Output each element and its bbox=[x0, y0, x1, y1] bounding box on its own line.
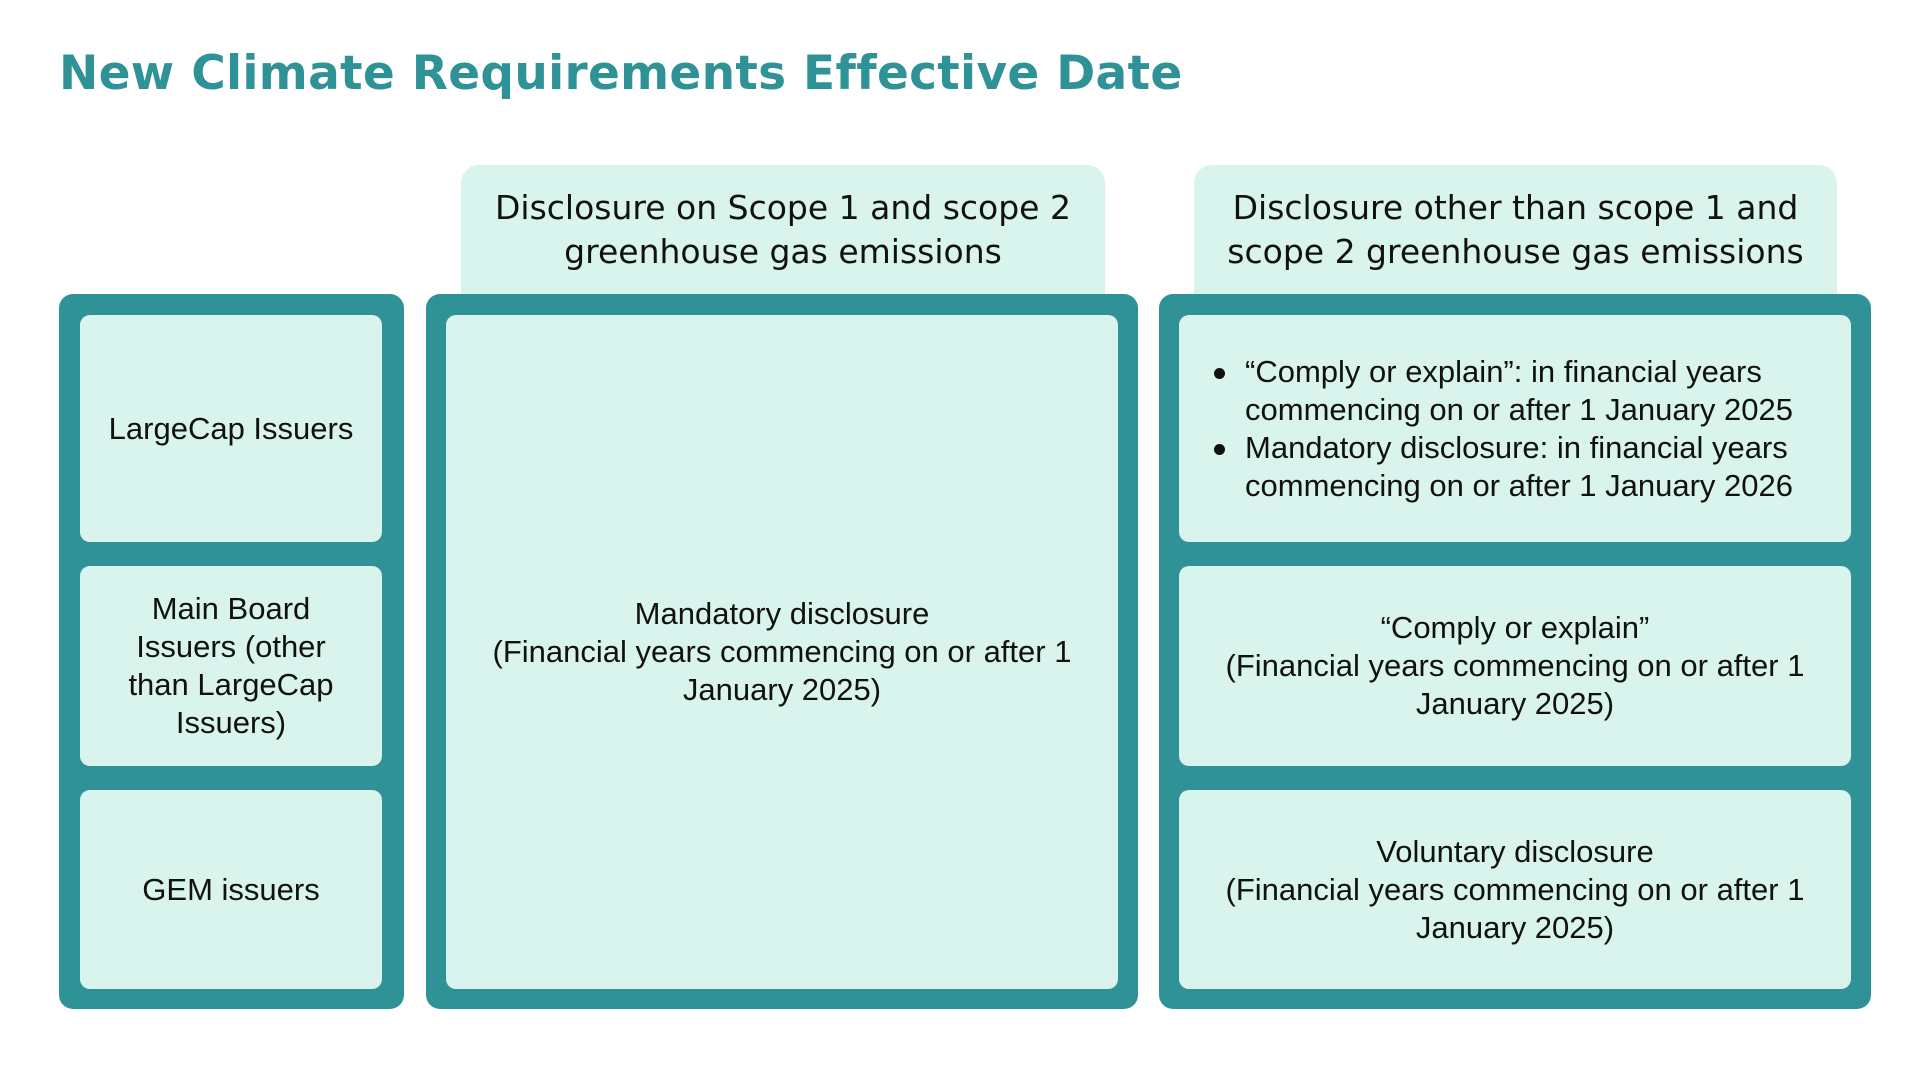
issuer-mainboard-label: Main Board Issuers (other than LargeCap … bbox=[128, 591, 334, 740]
scope12-all-issuers-cell: Mandatory disclosure (Financial years co… bbox=[446, 315, 1118, 989]
issuer-largecap-label: LargeCap Issuers bbox=[108, 410, 354, 446]
other-gem-requirement: Voluntary disclosure bbox=[1376, 833, 1654, 869]
scope12-column: Mandatory disclosure (Financial years co… bbox=[426, 294, 1138, 1009]
bullet-text: Mandatory disclosure: in financial years… bbox=[1245, 429, 1793, 503]
issuer-gem-cell: GEM issuers bbox=[80, 790, 382, 989]
scope12-effective-date: (Financial years commencing on or after … bbox=[492, 634, 1072, 707]
other-disclosure-column: “Comply or explain”: in financial years … bbox=[1159, 294, 1871, 1009]
bullet-item: Mandatory disclosure: in financial years… bbox=[1214, 429, 1835, 505]
other-mainboard-requirement: “Comply or explain” bbox=[1380, 610, 1650, 645]
other-mainboard-effective-date: (Financial years commencing on or after … bbox=[1225, 648, 1805, 721]
bullet-icon bbox=[1214, 443, 1225, 455]
issuer-mainboard-cell: Main Board Issuers (other than LargeCap … bbox=[80, 566, 382, 766]
bullet-icon bbox=[1214, 367, 1225, 379]
other-gem-effective-date: (Financial years commencing on or after … bbox=[1225, 871, 1805, 945]
page-title: New Climate Requirements Effective Date bbox=[59, 46, 1183, 101]
bullet-item: “Comply or explain”: in financial years … bbox=[1214, 353, 1835, 429]
issuer-largecap-cell: LargeCap Issuers bbox=[80, 315, 382, 542]
header-other-disclosure: Disclosure other than scope 1 and scope … bbox=[1194, 165, 1837, 295]
other-gem-cell: Voluntary disclosure (Financial years co… bbox=[1179, 790, 1851, 989]
other-mainboard-cell: “Comply or explain” (Financial years com… bbox=[1179, 566, 1851, 766]
issuer-types-column: LargeCap Issuers Main Board Issuers (oth… bbox=[59, 294, 404, 1009]
other-largecap-bullet-list: “Comply or explain”: in financial years … bbox=[1195, 353, 1835, 505]
bullet-text: “Comply or explain”: in financial years … bbox=[1245, 353, 1793, 427]
other-largecap-cell: “Comply or explain”: in financial years … bbox=[1179, 315, 1851, 542]
scope12-requirement: Mandatory disclosure bbox=[634, 596, 930, 631]
header-scope12-disclosure: Disclosure on Scope 1 and scope 2 greenh… bbox=[461, 165, 1105, 295]
issuer-gem-label: GEM issuers bbox=[142, 871, 320, 907]
